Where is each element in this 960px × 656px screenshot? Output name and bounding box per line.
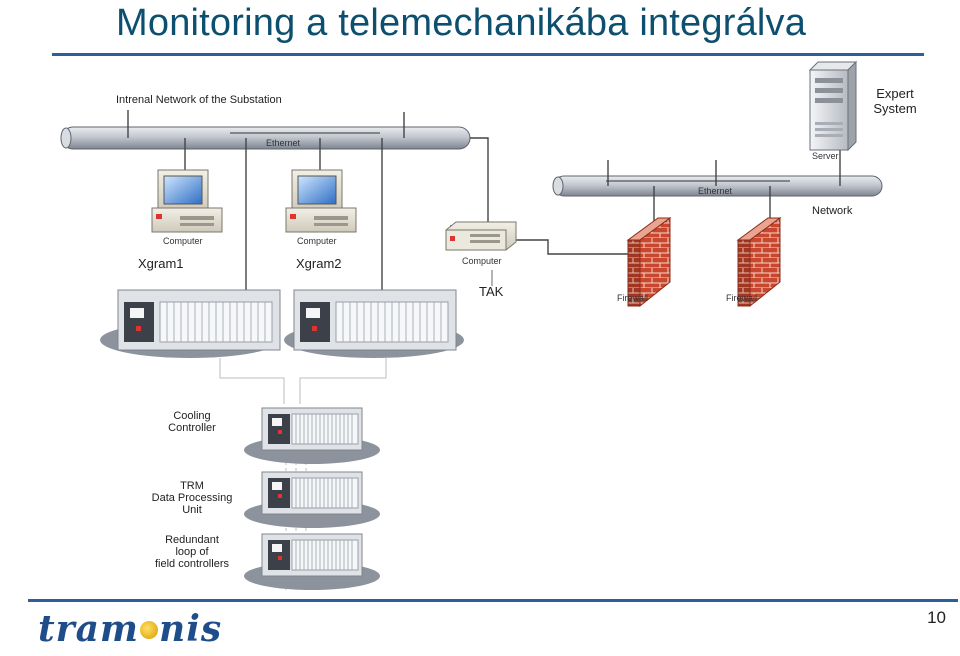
tak-label: TAK bbox=[479, 284, 504, 299]
logo-suffix: nis bbox=[159, 608, 223, 650]
computer-label-2: Computer bbox=[297, 236, 337, 246]
ethernet-label-2: Ethernet bbox=[698, 186, 733, 196]
trm-data-processing-rack bbox=[243, 471, 381, 529]
footer-divider bbox=[28, 599, 958, 602]
cooling-controller-label: Cooling Controller bbox=[168, 410, 216, 434]
trm-label: TRM Data Processing Unit bbox=[151, 480, 233, 516]
xgram1-label: Xgram1 bbox=[138, 256, 184, 271]
page-number: 10 bbox=[927, 608, 946, 627]
xgram2-label: Xgram2 bbox=[296, 256, 342, 271]
firewall-icon-2 bbox=[736, 217, 782, 308]
cooling-controller-rack bbox=[243, 407, 381, 465]
computer-icon-1 bbox=[151, 169, 223, 233]
server-label: Server bbox=[812, 151, 839, 161]
server-icon bbox=[808, 60, 858, 152]
network-label: Network bbox=[812, 205, 853, 217]
ethernet-label-1: Ethernet bbox=[266, 138, 301, 148]
firewall-icon-1 bbox=[626, 217, 672, 308]
title-divider bbox=[52, 53, 924, 56]
computer-icon-3 bbox=[445, 221, 517, 251]
external-network-pipe bbox=[552, 175, 883, 197]
redundant-loop-rack bbox=[243, 533, 381, 591]
computer-icon-2 bbox=[285, 169, 357, 233]
computer-label-1: Computer bbox=[163, 236, 203, 246]
computer-label-3: Computer bbox=[462, 256, 502, 266]
logo-star-icon bbox=[140, 621, 159, 639]
firewall-label-2: Firewall bbox=[726, 293, 758, 303]
expert-system-label: Expert System bbox=[873, 86, 917, 116]
internal-network-label: Intrenal Network of the Substation bbox=[116, 94, 282, 106]
xgram1-rack bbox=[100, 289, 281, 358]
xgram2-rack bbox=[284, 289, 464, 358]
logo-prefix: tram bbox=[38, 608, 140, 650]
page-title: Monitoring a telemechanikába integrálva bbox=[116, 2, 807, 44]
connection-lines bbox=[127, 110, 841, 296]
redundant-loop-label: Redundant loop of field controllers bbox=[155, 534, 229, 570]
firewall-label-1: Firewall bbox=[617, 293, 649, 303]
